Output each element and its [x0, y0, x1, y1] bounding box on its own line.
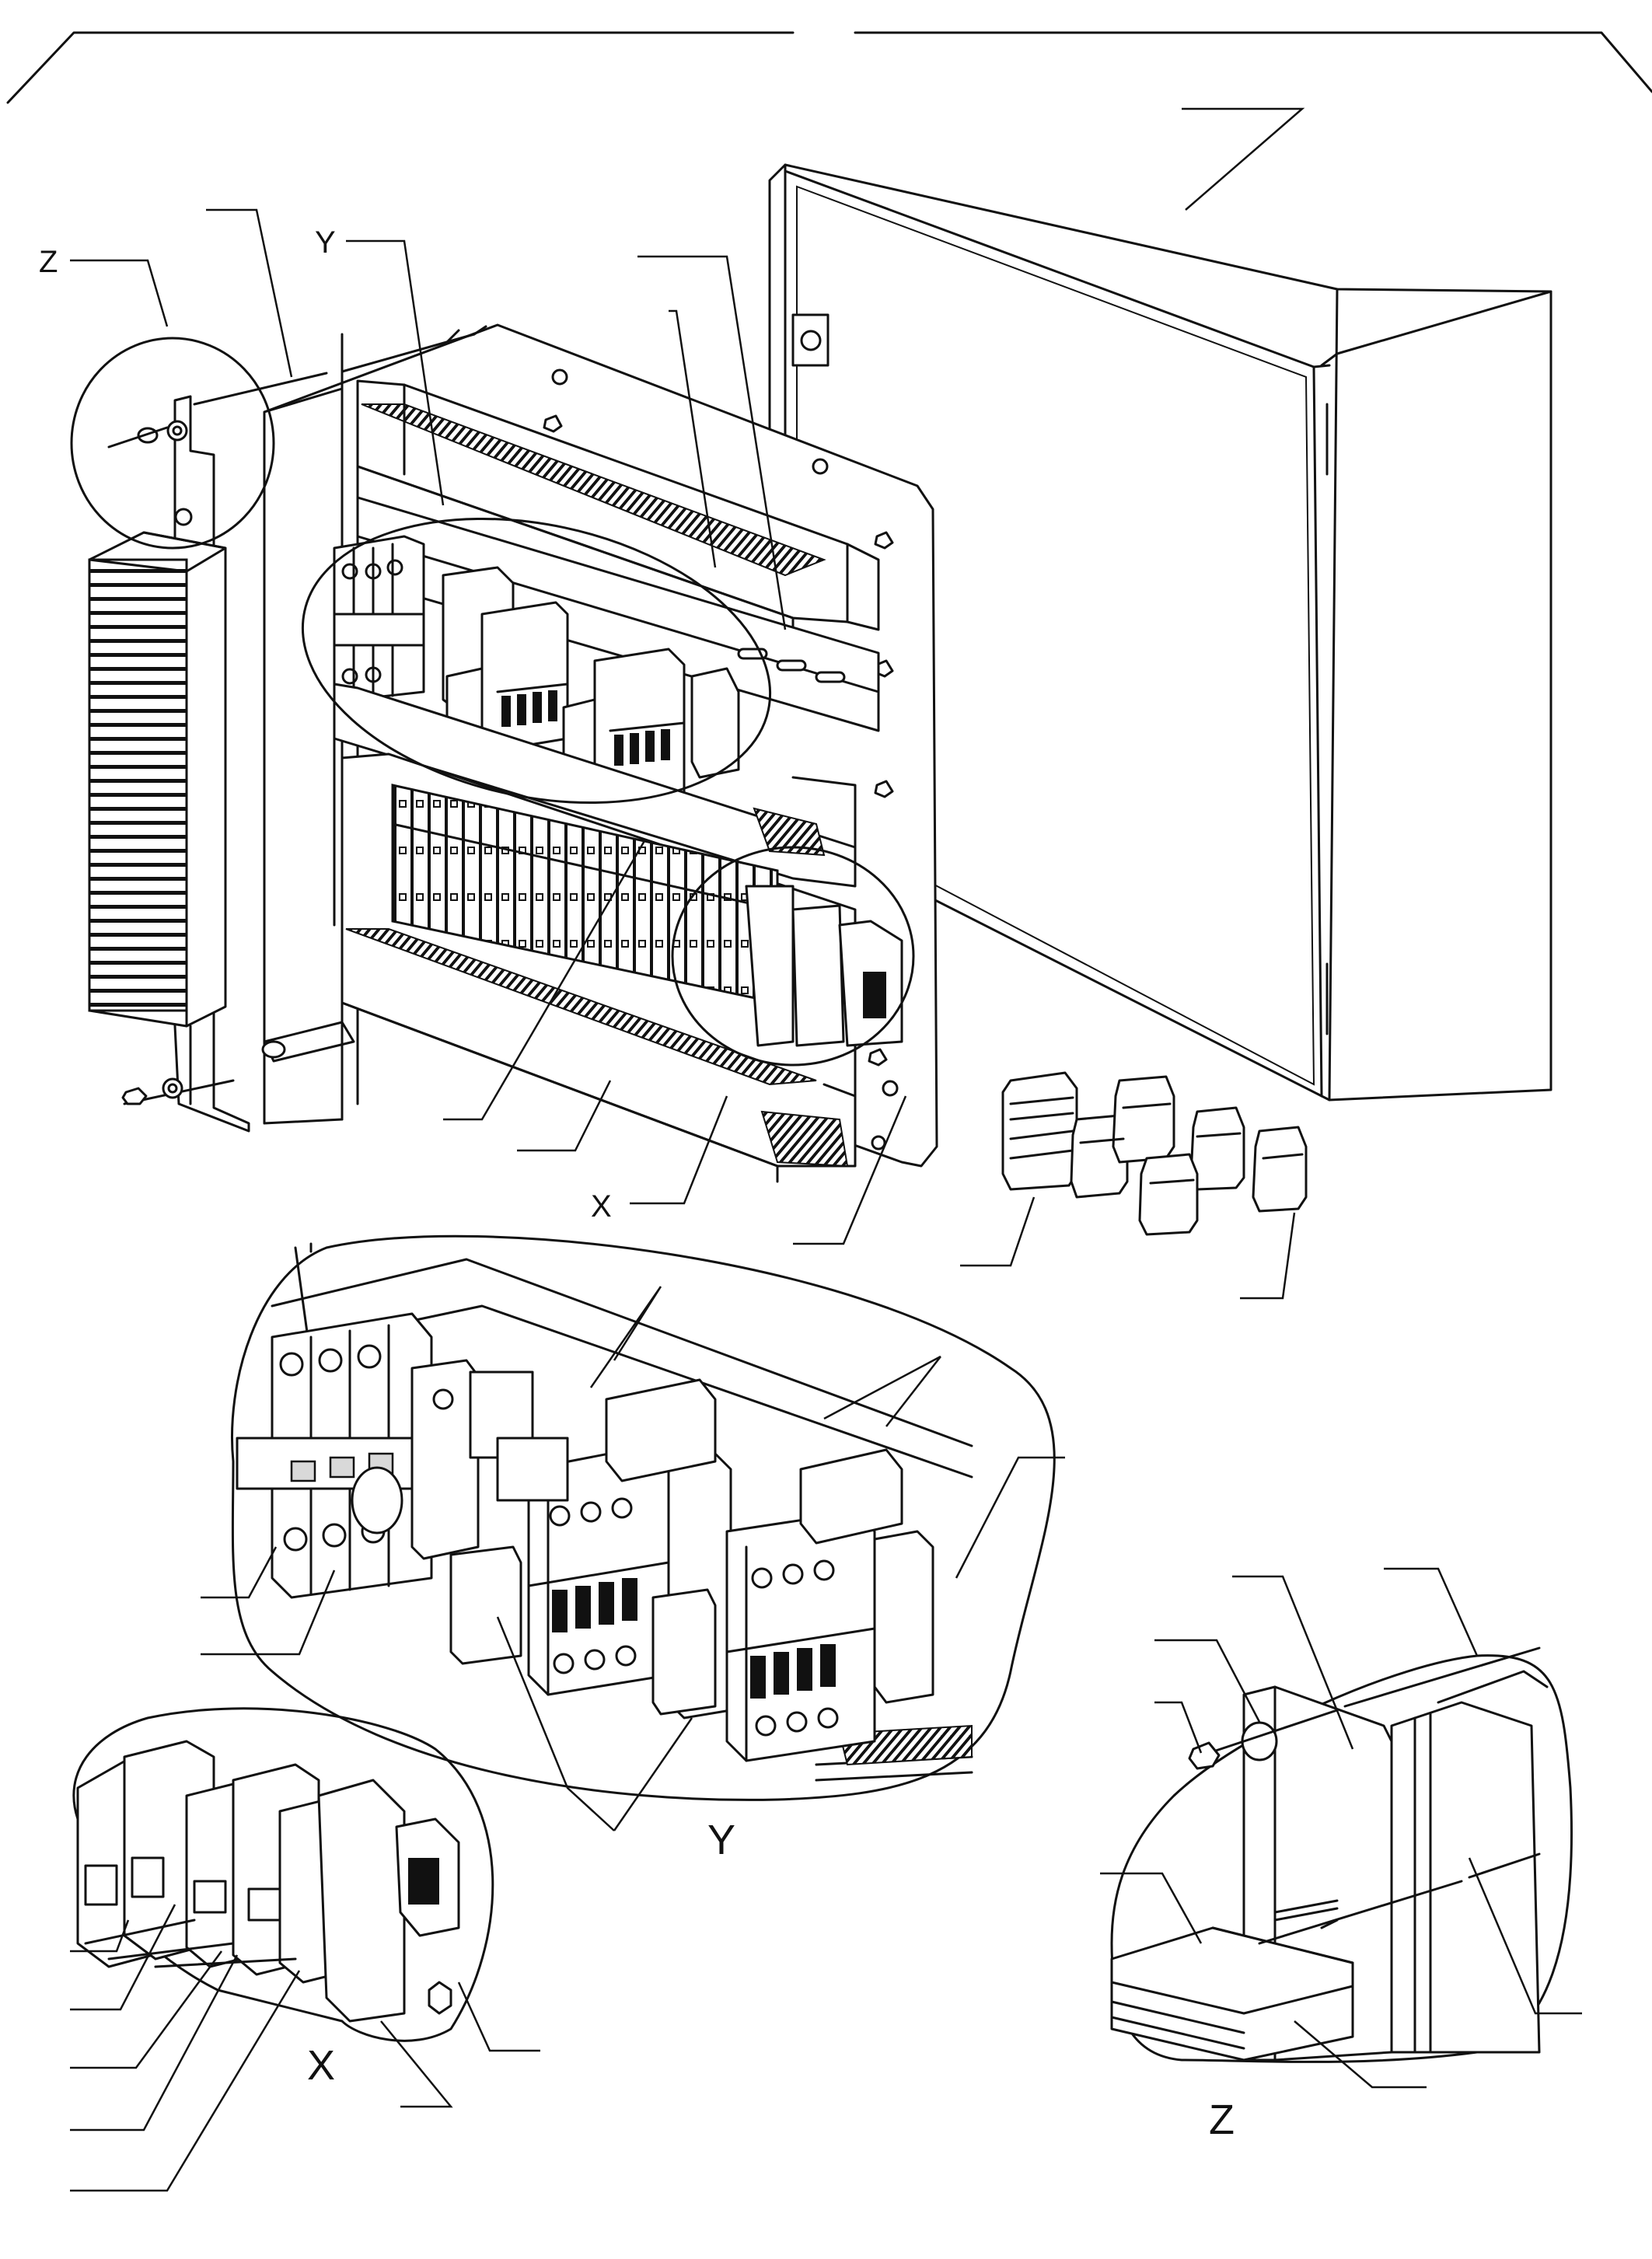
detail-y-title: Y [707, 1817, 735, 1863]
fasteners [107, 420, 355, 1105]
heater-unit [88, 531, 227, 1028]
enclosure-box [768, 163, 1552, 1102]
leader-lines-detail-z [1100, 1567, 1582, 2089]
break-lines [193, 325, 487, 406]
detail-x [72, 1707, 494, 2042]
cable-glands [1001, 1071, 1308, 1236]
detail-y [231, 1234, 1056, 1801]
detail-circles-main [70, 337, 915, 1067]
terminal-block-row [391, 784, 903, 1047]
detail-x-title: X [307, 2042, 335, 2089]
callout-y-label: Y [315, 225, 336, 260]
middle-cable-duct [333, 683, 857, 927]
callout-x-label: X [591, 1189, 612, 1224]
upper-cable-duct [356, 379, 880, 647]
detail-z [1110, 1646, 1573, 2063]
leader-lines-main [70, 107, 1305, 1300]
door-lock-icon [791, 313, 829, 367]
din-rail [356, 496, 880, 732]
page-frame-top [6, 31, 1652, 104]
callout-z-label: Z [39, 245, 58, 279]
leader-lines-detail-x [70, 1904, 540, 2192]
detail-z-title: Z [1209, 2097, 1235, 2143]
leader-lines-detail-y [201, 1286, 1065, 1831]
